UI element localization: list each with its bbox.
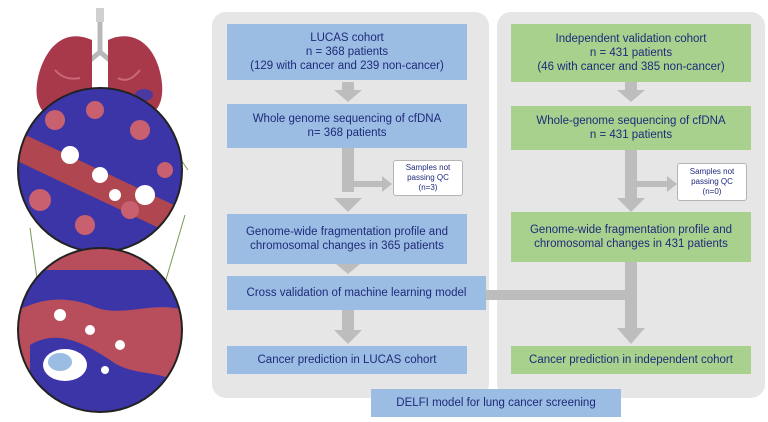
lucas-cohort-title: LUCAS cohort: [310, 32, 384, 44]
lucas-cohort-box: LUCAS cohort n = 368 patients (129 with …: [227, 24, 467, 80]
validation-qc-count: (n=0): [702, 187, 722, 196]
arrow-head: [334, 198, 362, 212]
lucas-wgs-count: n= 368 patients: [307, 127, 387, 139]
lucas-wgs-box: Whole genome sequencing of cfDNA n= 368 …: [227, 104, 467, 148]
lucas-qc-line1: Samples not: [405, 163, 451, 172]
delfi-footer-label: DELFI model for lung cancer screening: [396, 397, 596, 409]
validation-cohort-count: n = 431 patients: [589, 47, 673, 59]
lucas-prediction-label: Cancer prediction in LUCAS cohort: [257, 354, 437, 366]
lucas-cohort-count: n = 368 patients: [305, 46, 389, 58]
cross-validation-box: Cross validation of machine learning mod…: [227, 276, 486, 310]
lucas-qc-count: (n=3): [418, 183, 438, 192]
validation-prediction-box: Cancer prediction in independent cohort: [511, 346, 751, 374]
lucas-fragmentation-box: Genome-wide fragmentation profile and ch…: [227, 214, 467, 264]
validation-fragmentation-line1: Genome-wide fragmentation profile and: [529, 224, 732, 236]
lucas-wgs-title: Whole genome sequencing of cfDNA: [252, 113, 442, 125]
validation-wgs-box: Whole-genome sequencing of cfDNA n = 431…: [511, 106, 751, 150]
illustration-column: [17, 8, 189, 413]
validation-wgs-count: n = 431 patients: [589, 129, 673, 141]
cells-magnified-icon: [17, 247, 183, 413]
validation-wgs-title: Whole-genome sequencing of cfDNA: [536, 115, 726, 127]
validation-fragmentation-line2: chromosomal changes in 431 patients: [534, 238, 728, 250]
lucas-fragmentation-line2: chromosomal changes in 365 patients: [250, 240, 444, 252]
lucas-fragmentation-line1: Genome-wide fragmentation profile and: [245, 226, 448, 238]
validation-qc-line2: passing QC: [691, 177, 733, 186]
cross-validation-label: Cross validation of machine learning mod…: [246, 287, 467, 299]
delfi-footer-box: DELFI model for lung cancer screening: [371, 389, 621, 417]
lucas-prediction-box: Cancer prediction in LUCAS cohort: [227, 346, 467, 374]
tissue-magnified-icon: [17, 87, 183, 253]
lucas-qc-line2: passing QC: [407, 173, 449, 182]
validation-qc-box: Samples not passing QC (n=0): [677, 163, 747, 201]
validation-cohort-box: Independent validation cohort n = 431 pa…: [511, 24, 751, 82]
validation-fragmentation-box: Genome-wide fragmentation profile and ch…: [511, 212, 751, 262]
validation-prediction-label: Cancer prediction in independent cohort: [529, 354, 733, 366]
validation-cohort-title: Independent validation cohort: [555, 33, 707, 45]
validation-qc-line1: Samples not: [689, 167, 735, 176]
validation-cohort-breakdown: (46 with cancer and 385 non-cancer): [537, 61, 725, 73]
lucas-qc-box: Samples not passing QC (n=3): [393, 160, 463, 196]
lucas-cohort-breakdown: (129 with cancer and 239 non-cancer): [250, 60, 444, 72]
